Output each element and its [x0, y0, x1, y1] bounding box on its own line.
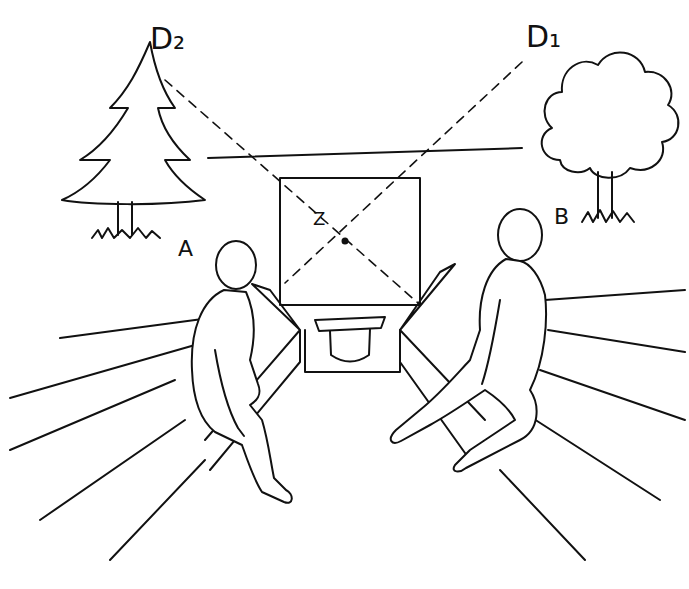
spruce-tree	[62, 42, 205, 204]
point-label: D₂	[150, 24, 185, 54]
floor-line	[548, 330, 685, 352]
floor-line	[545, 290, 685, 300]
point-z	[343, 239, 348, 244]
sink-top	[315, 317, 385, 331]
point-label: Z	[313, 210, 325, 228]
floor-line	[540, 370, 685, 420]
floor-line	[110, 460, 205, 560]
grass	[582, 210, 634, 222]
grass	[92, 228, 160, 238]
person-body	[192, 290, 292, 503]
point-label: B	[554, 206, 569, 228]
sink-basin	[330, 329, 370, 362]
perspective-lines	[10, 290, 685, 560]
floor-line	[10, 345, 195, 398]
floor-line	[500, 470, 585, 560]
sight-line	[165, 80, 418, 303]
ceiling-line	[208, 148, 522, 158]
tree-trunk	[118, 202, 132, 235]
sight-line	[285, 62, 522, 283]
floor-line	[10, 380, 175, 450]
floor-line	[520, 410, 660, 500]
point-label: A	[178, 238, 193, 260]
sight-lines	[165, 62, 522, 303]
person-head	[498, 209, 542, 261]
back-wall	[305, 330, 400, 372]
floor-line	[60, 318, 210, 338]
person-arm	[215, 350, 244, 436]
person-arm	[482, 300, 500, 384]
person-body	[391, 259, 546, 471]
point-label: D₁	[526, 22, 561, 52]
deciduous-tree	[542, 52, 679, 177]
person-head	[216, 241, 256, 289]
